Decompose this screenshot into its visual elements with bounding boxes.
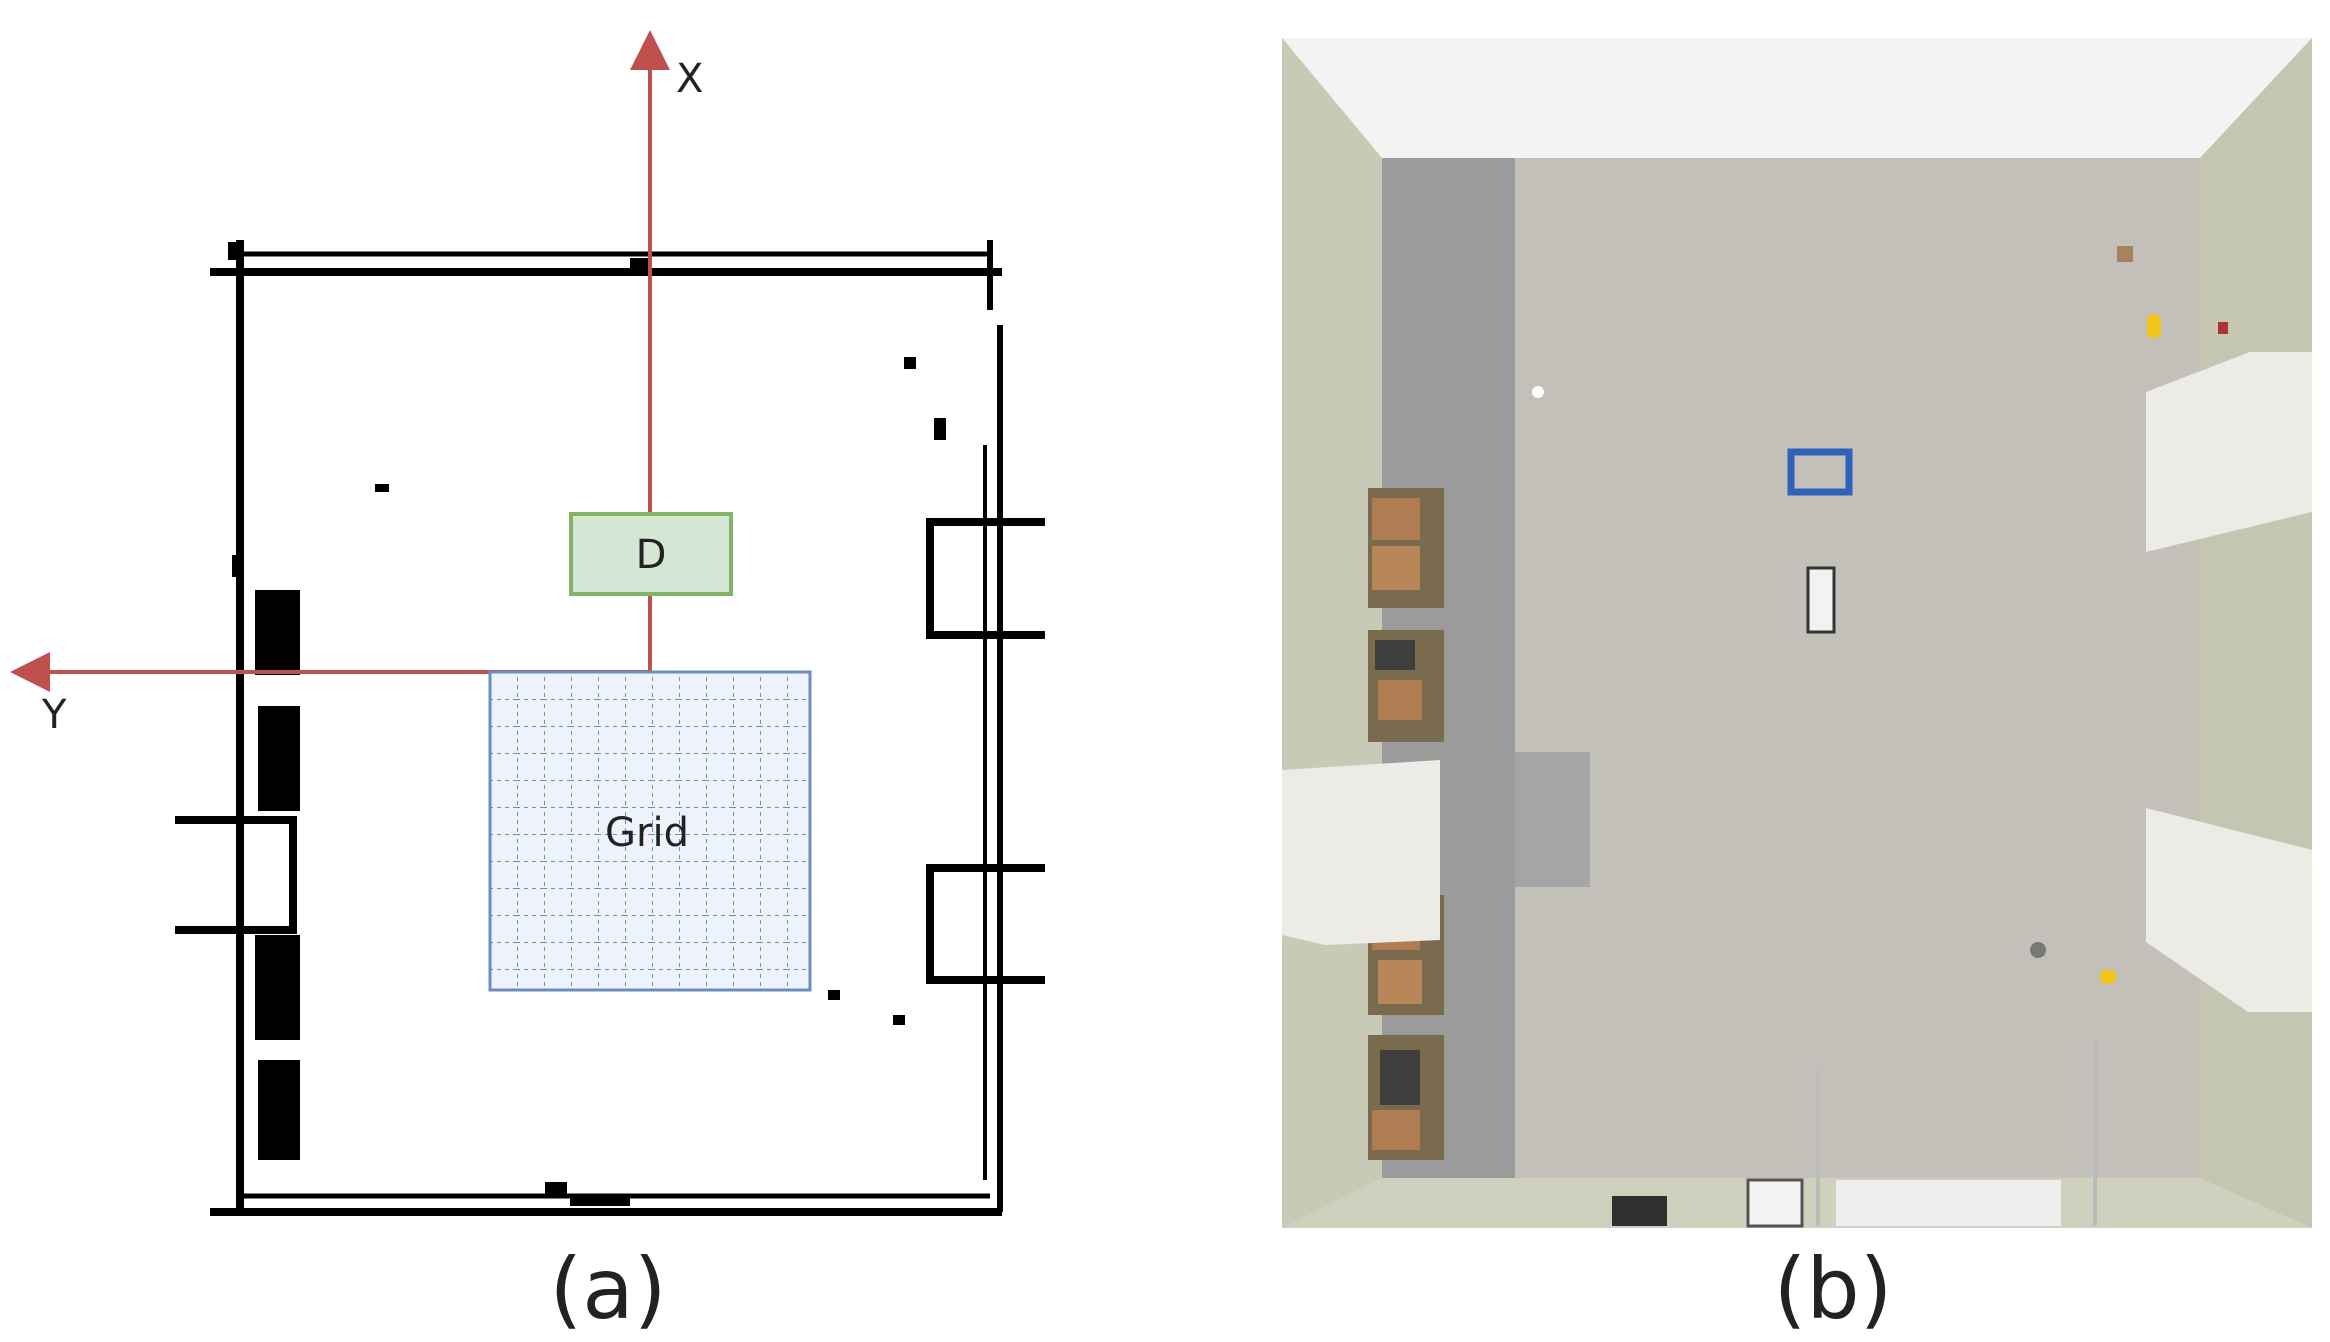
- caption-b: (b): [1773, 1240, 1893, 1338]
- map-shelves: [255, 590, 300, 1160]
- grid-region: [488, 670, 812, 992]
- x-axis-label: X: [676, 56, 703, 102]
- panel-b-render: [1282, 38, 2312, 1228]
- d-block-label: D: [636, 532, 667, 578]
- map-obstacles: [228, 242, 946, 1206]
- panel-a-map: X Y D Grid: [10, 30, 1045, 1216]
- caption-a: (a): [549, 1240, 667, 1338]
- grid-label: Grid: [605, 810, 689, 856]
- d-block: [569, 512, 733, 596]
- y-axis-label: Y: [41, 692, 67, 738]
